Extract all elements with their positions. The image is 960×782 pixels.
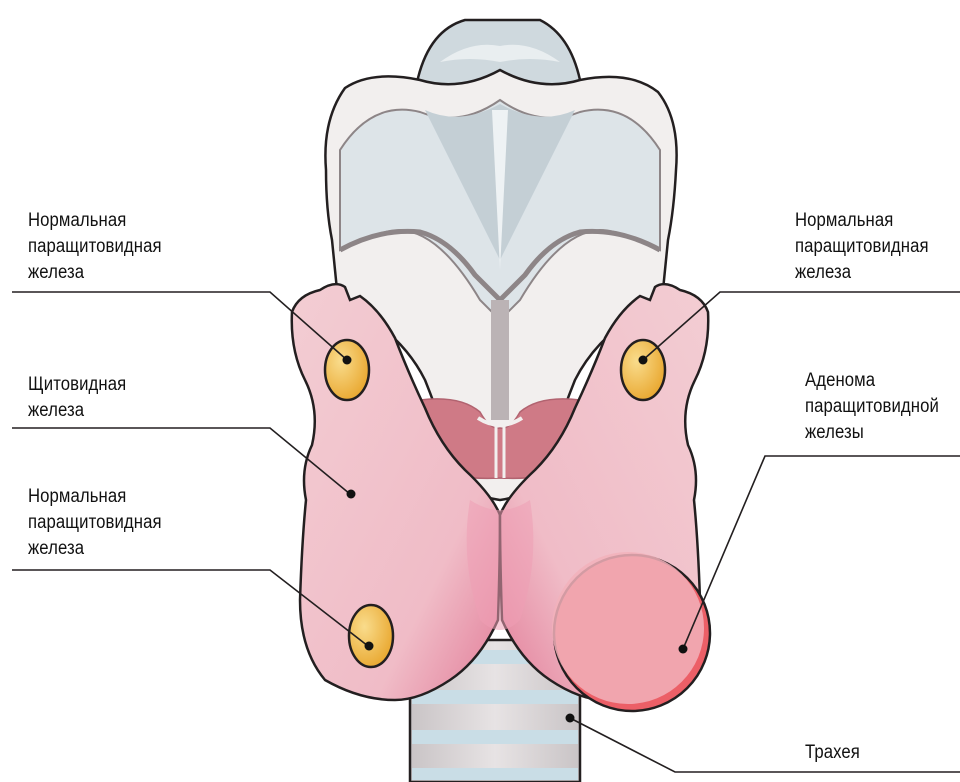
label-parathyroid-right-upper: Нормальная паращитовидная железа (795, 208, 929, 286)
parathyroid-gland-left-upper (325, 340, 369, 400)
label-trachea: Трахея (805, 740, 860, 766)
label-thyroid: Щитовидная железа (28, 372, 126, 424)
label-parathyroid-left-upper: Нормальная паращитовидная железа (28, 208, 162, 286)
leader-trachea (570, 718, 960, 772)
leader-adenoma (683, 456, 960, 649)
parathyroid-adenoma (552, 552, 710, 711)
label-parathyroid-left-lower: Нормальная паращитовидная железа (28, 484, 162, 562)
label-adenoma: Аденома паращитовидной железы (805, 368, 939, 446)
parathyroid-gland-right-upper (621, 340, 665, 400)
